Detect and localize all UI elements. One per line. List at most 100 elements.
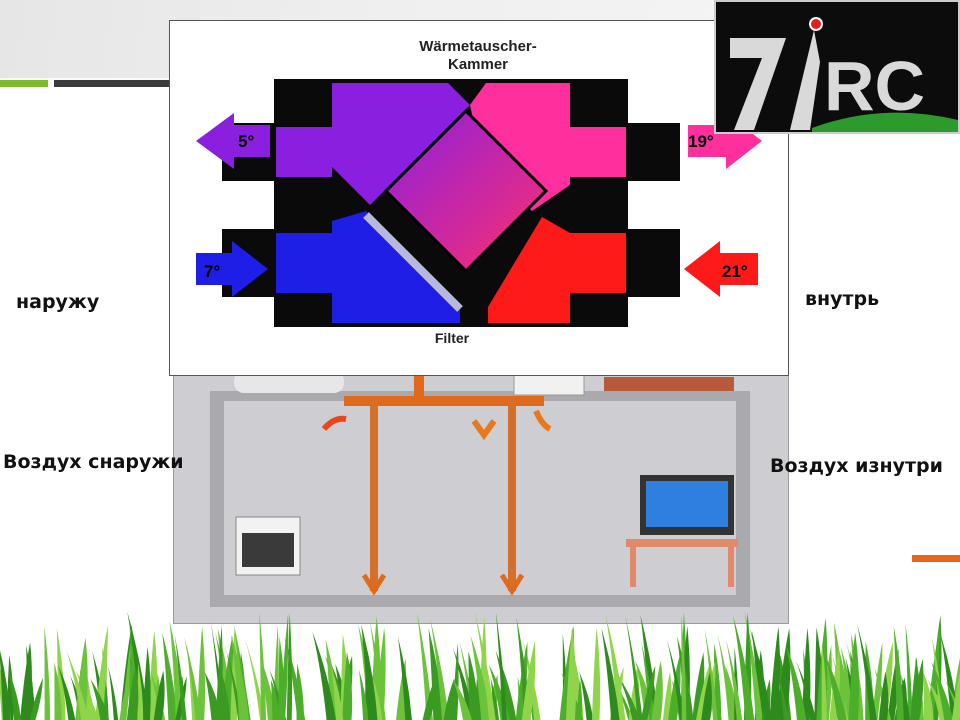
grass-blade [54,662,62,720]
grass-blade [625,615,643,720]
grass-blade [927,679,948,720]
grass-blade [565,626,577,720]
grass-blade [750,628,772,720]
grass-blade [601,627,620,720]
grass-blade [245,638,266,720]
accent-bar-dark [54,80,174,87]
grass-blade [44,626,51,720]
label-outside: наружу [16,291,100,313]
grass-blade [331,666,344,720]
grass-blade [184,636,202,720]
grass-blade [931,661,954,720]
grass-blade [342,651,353,720]
grass-blade [235,636,251,720]
grass-blade [174,634,187,720]
grass-blade [696,660,711,720]
grass-blade [951,671,960,720]
grass-blade [452,679,472,720]
grass-blade [704,628,718,720]
grass-blade [90,678,109,720]
label-inside: внутрь [805,288,880,310]
logo-letters: RC [824,47,925,125]
heat-exchanger-diagram: Wärmetauscher- Kammer 5° 19° 7° 21° Filt… [169,20,789,376]
diagram-title-line2: Kammer [448,56,508,73]
grass-blade [910,656,920,720]
grass-blade [651,660,663,720]
grass-blade [857,623,877,720]
grass-blade [358,669,369,720]
grass-blade [769,626,781,720]
grass-blade [108,666,119,720]
grass-blade [142,646,151,720]
grass-blade [278,636,286,720]
temp-supply-in: 19° [688,132,714,151]
grass-blade [640,614,659,720]
grass-blade [430,619,450,720]
grass-blade [230,634,249,720]
grass-blade [259,612,267,720]
grass-blade [428,628,443,720]
house-ventilation-illustration [173,360,789,624]
grass-blade [162,632,178,720]
grass-blade [8,670,22,720]
grass-blade [666,638,686,720]
grass-blade [361,624,378,720]
exhaust-chamber-purple [276,83,470,205]
grass-blade [923,672,934,720]
grass-blade [126,667,139,720]
grass-blade [470,635,491,720]
grass-blade [443,678,456,720]
grass-blade [495,611,507,720]
arrow-exhaust-out [196,113,270,169]
arrow-outdoor-in [196,241,268,297]
grass-blade [823,650,847,720]
grass-blade [777,672,789,720]
temp-room-out: 21° [722,262,748,281]
grass-blade [26,645,36,720]
grass-blade [776,628,791,720]
intake-chamber-blue [276,211,460,323]
grass-blade [286,613,293,720]
grass-blade [668,655,681,720]
grass-blade [701,672,712,720]
grass-blade [474,610,496,720]
grass-blade [591,627,601,720]
grass-blade [218,664,231,720]
grass-blade [579,671,594,720]
temp-outdoor-in: 7° [204,262,220,281]
grass-blade [681,615,687,720]
grass-blade [617,674,640,720]
grass-blade [490,677,499,720]
grass-blade [204,671,222,720]
grass-blade [468,651,479,720]
grass-decoration [0,610,960,720]
temp-exhaust-out: 5° [238,132,254,151]
label-indoor-air: Воздух изнутри [770,455,943,477]
grass-blade [848,632,860,720]
room-chamber-red [488,217,626,323]
grass-blade [422,674,437,720]
grass-blade [821,643,827,720]
grass-blade [662,671,672,720]
accent-bar-orange [912,555,960,562]
grass-blade [905,623,913,720]
filter-strip [363,212,463,312]
grass-blade [879,671,889,720]
filter-label: Filter [435,330,470,346]
grass-blade [733,615,755,720]
grass-blade [893,626,904,720]
grass-blade [417,613,433,720]
grass-blade [312,631,336,720]
arrow-room-out [684,241,758,297]
grass-blade [197,626,206,720]
grass-blade [120,624,132,720]
grass-blade [57,664,76,720]
accent-bar-green [0,80,48,87]
diagram-title-line1: Wärmetauscher- [419,38,537,55]
exchanger-core [383,108,549,274]
grass-blade [29,677,44,720]
logo: RC [714,0,960,134]
grass-blade [66,650,89,720]
grass-blade [521,641,536,720]
grass-blade [785,644,807,720]
